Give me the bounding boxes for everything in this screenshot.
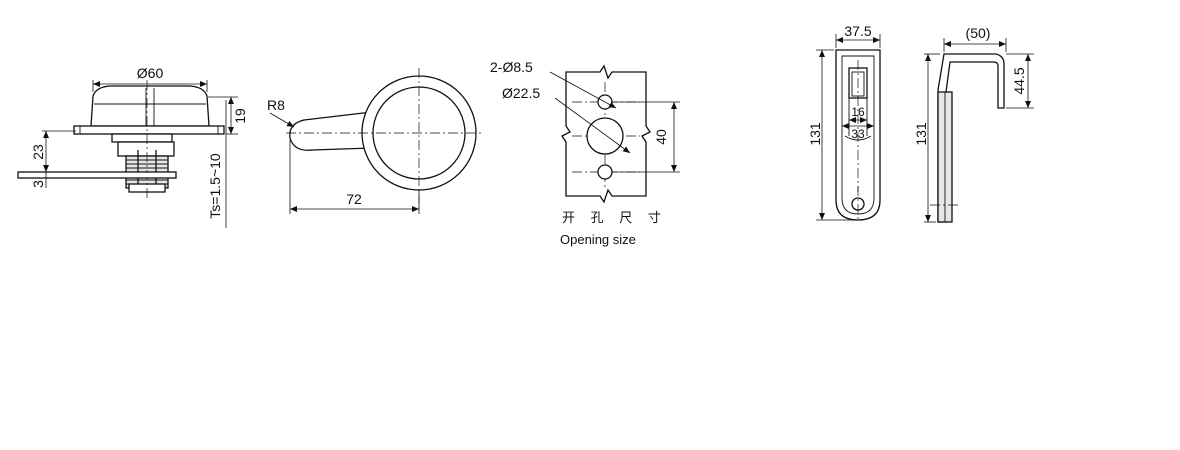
thickness-dim-label: Ts=1.5~10 (207, 153, 223, 219)
front-height-dim-label: 131 (807, 122, 823, 146)
small-holes-dim-label: 2-Ø8.5 (490, 59, 533, 75)
profile-view: (50) 44.5 131 (913, 25, 1034, 223)
hook-dim-label: 44.5 (1011, 67, 1027, 94)
front-view: 37.5 16 33 131 (807, 23, 881, 222)
plate-dim-label: 3 (30, 180, 46, 188)
length-dim-label: 72 (346, 191, 362, 207)
side-view: Ø60 19 Ts=1.5~10 23 3 (17, 65, 248, 228)
profile-width-dim-label: (50) (966, 25, 991, 41)
diameter-dim-label: Ø60 (137, 65, 164, 81)
front-width-dim-label: 37.5 (844, 23, 871, 39)
inner-1-dim-label: 16 (851, 105, 865, 119)
depth-dim-label: 23 (30, 144, 46, 160)
opening-view: 2-Ø8.5 Ø22.5 40 开 孔 尺 寸 Opening size (490, 59, 680, 247)
inner-2-dim-label: 33 (851, 127, 865, 141)
profile-height-dim-label: 131 (913, 122, 929, 146)
handle-view: R8 72 (267, 68, 484, 214)
opening-caption-cn: 开 孔 尺 寸 (562, 210, 667, 225)
spacing-dim-label: 40 (653, 129, 669, 145)
opening-caption-en: Opening size (560, 232, 636, 247)
big-hole-dim-label: Ø22.5 (502, 85, 540, 101)
radius-dim-label: R8 (267, 97, 285, 113)
height-dim-label: 19 (232, 108, 248, 124)
